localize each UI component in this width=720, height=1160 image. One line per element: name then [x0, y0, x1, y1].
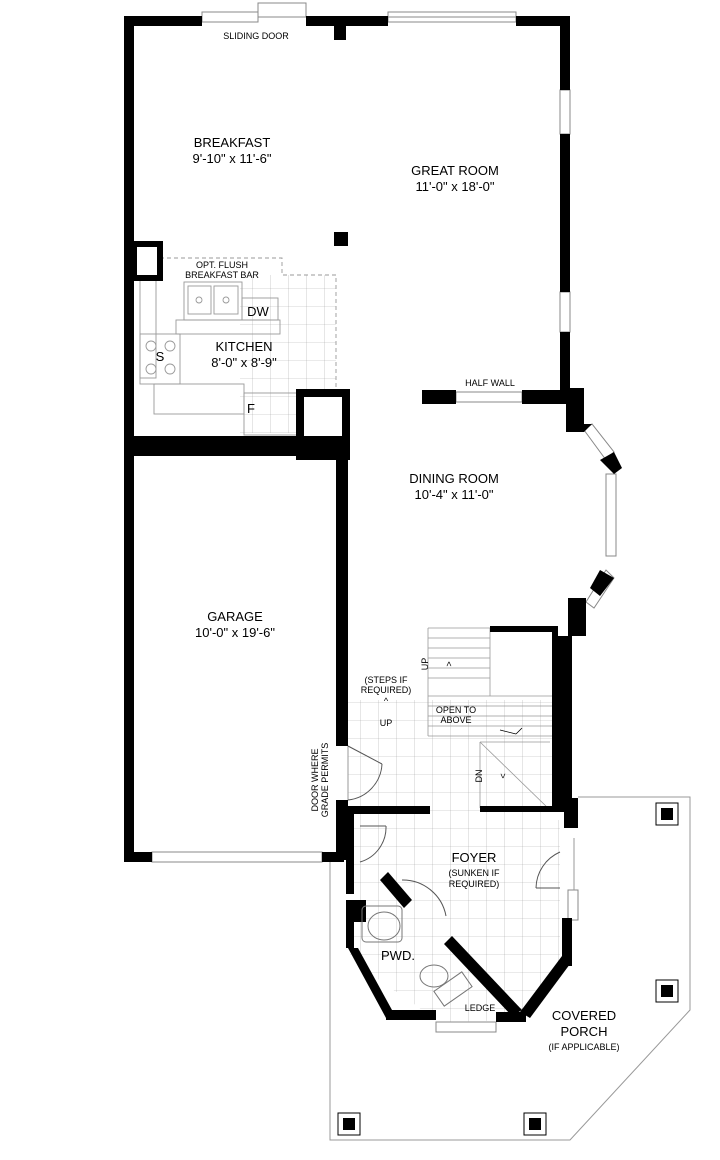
grade-door-label-2: GRADE PERMITS — [320, 743, 330, 818]
steps-label-1: (STEPS IF — [364, 675, 408, 685]
stair-up-label: UP — [420, 658, 430, 671]
open-to-above-2: ABOVE — [440, 715, 471, 725]
opt-bar-label-1: OPT. FLUSH — [196, 260, 248, 270]
porch-posts — [337, 802, 679, 1136]
labels: SLIDING DOOR BREAKFAST 9'-10" x 11'-6" G… — [156, 31, 620, 1052]
garage-dim: 10'-0" x 19'-6" — [195, 625, 275, 640]
great-room-name: GREAT ROOM — [411, 163, 499, 178]
great-room-dim: 11'-0" x 18'-0" — [416, 179, 495, 194]
porch-note: (IF APPLICABLE) — [548, 1042, 619, 1052]
kitchen-fixtures — [139, 257, 337, 436]
porch-post — [337, 1112, 361, 1136]
doors — [347, 745, 575, 917]
foyer-name: FOYER — [452, 850, 497, 865]
kitchen-dim: 8'-0" x 8'-9" — [211, 355, 277, 370]
up-arrow-icon: ^ — [384, 696, 389, 706]
porch-post — [655, 979, 679, 1003]
porch-name-1: COVERED — [552, 1008, 616, 1023]
dishwasher-label: DW — [247, 304, 269, 319]
stairs — [427, 627, 556, 811]
opt-bar-label-2: BREAKFAST BAR — [185, 270, 259, 280]
breakfast-dim: 9'-10" x 11'-6" — [193, 151, 272, 166]
fridge-label: F — [247, 401, 255, 416]
kitchen-name: KITCHEN — [215, 339, 272, 354]
dining-room-name: DINING ROOM — [409, 471, 499, 486]
foyer-note-1: (SUNKEN IF — [448, 868, 500, 878]
sliding-door-label: SLIDING DOOR — [223, 31, 289, 41]
breakfast-name: BREAKFAST — [194, 135, 271, 150]
porch-outline — [329, 796, 691, 1141]
stair-down-arrow-icon: < — [498, 773, 508, 778]
grade-door-label-1: DOOR WHERE — [310, 749, 320, 812]
porch-post — [523, 1112, 547, 1136]
powder-name: PWD. — [381, 948, 415, 963]
tile-floor — [240, 275, 560, 1022]
porch-name-2: PORCH — [561, 1024, 608, 1039]
garage-name: GARAGE — [207, 609, 263, 624]
open-to-above-1: OPEN TO — [436, 705, 476, 715]
foyer-note-2: REQUIRED) — [449, 879, 500, 889]
half-wall-label: HALF WALL — [465, 378, 515, 388]
stair-down-label: DN — [474, 770, 484, 783]
stove-label: S — [156, 349, 165, 364]
ledge-label: LEDGE — [465, 1003, 496, 1013]
dining-room-dim: 10'-4" x 11'-0" — [415, 487, 494, 502]
stair-up-arrow-icon: > — [444, 661, 454, 666]
steps-label-2: REQUIRED) — [361, 685, 412, 695]
up-label: UP — [380, 718, 393, 728]
porch-post — [655, 802, 679, 826]
powder-fixtures — [361, 905, 473, 1007]
walls — [124, 16, 622, 1022]
